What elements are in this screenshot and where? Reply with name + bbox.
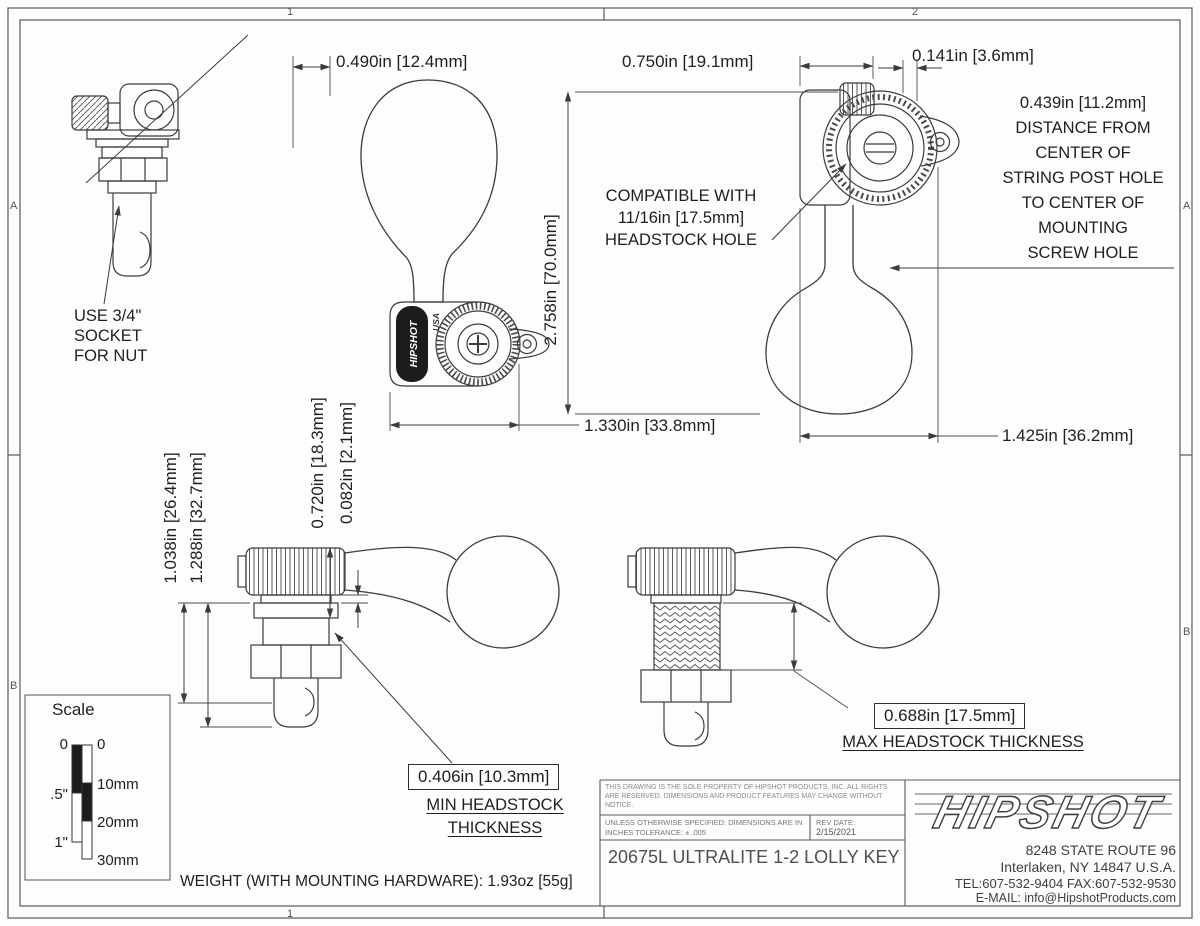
min-thickness-label-line: THICKNESS xyxy=(447,819,543,837)
weight-note: WEIGHT (WITH MOUNTING HARDWARE): 1.93oz … xyxy=(180,873,573,890)
dim-post-length-2: 1.288in [32.7mm] xyxy=(187,452,206,584)
zone-label-top-2: 2 xyxy=(912,6,919,18)
zone-label-right-b: B xyxy=(1183,626,1191,638)
distance-note-line: MOUNTING xyxy=(1038,219,1128,237)
gear-logo-country: USA xyxy=(431,313,441,331)
distance-note-line: CENTER OF xyxy=(1035,144,1131,162)
view-paddle-front xyxy=(360,79,498,303)
view-side-bottom-center xyxy=(627,535,940,747)
company-phone: TEL:607-532-9404 FAX:607-532-9530 xyxy=(954,876,1176,891)
brand-logo-text: HIPSHOT xyxy=(929,787,1168,838)
dim-max-thickness: 0.688in [17.5mm] xyxy=(874,703,1026,729)
tolerance-note: UNLESS OTHERWISE SPECIFIED: DIMENSIONS A… xyxy=(605,818,803,837)
hipshot-logo: HIPSHOT xyxy=(915,786,1172,839)
gear-logo-badge xyxy=(396,306,428,382)
compatible-note-line: 11/16in [17.5mm] xyxy=(617,209,745,227)
min-thickness-label: MIN HEADSTOCK THICKNESS xyxy=(405,794,585,840)
dim-min-thickness: 0.406in [10.3mm] xyxy=(408,764,560,790)
max-thickness-label-text: MAX HEADSTOCK THICKNESS xyxy=(842,733,1084,751)
part-title: 20675L ULTRALITE 1-2 LOLLY KEY xyxy=(608,847,900,867)
company-address-2: Interlaken, NY 14847 U.S.A. xyxy=(1000,859,1176,875)
dim-plate-thickness: 0.082in [2.1mm] xyxy=(337,402,356,524)
gear-logo-brand: HIPSHOT xyxy=(408,319,420,367)
scale-inch-1: 1" xyxy=(54,834,68,851)
scale-inch-0: 0 xyxy=(59,736,68,753)
view-gear-back xyxy=(389,301,550,387)
dim-overall-height: 2.758in [70.0mm] xyxy=(541,214,560,346)
legal-notice: THIS DRAWING IS THE SOLE PROPERTY OF HIP… xyxy=(605,784,888,809)
max-thickness-label: MAX HEADSTOCK THICKNESS xyxy=(818,733,1108,752)
zone-label-left-b: B xyxy=(10,680,18,692)
dim-housing-width: 1.330in [33.8mm] xyxy=(584,416,716,435)
view-side-bottom-left xyxy=(237,535,560,728)
scale-mm-10: 10mm xyxy=(97,776,139,793)
compatible-note-line: COMPATIBLE WITH xyxy=(605,187,757,205)
distance-note-line: STRING POST HOLE xyxy=(1002,169,1164,187)
socket-note-leader xyxy=(103,205,121,305)
compatible-note: COMPATIBLE WITH 11/16in [17.5mm] HEADSTO… xyxy=(588,185,774,251)
rev-date-label: REV DATE: xyxy=(816,818,856,827)
distance-note-line: DISTANCE FROM xyxy=(1015,119,1151,137)
socket-note-line: SOCKET xyxy=(74,327,142,345)
dim-post-to-edge: 0.750in [19.1mm] xyxy=(622,52,754,71)
rev-date-value: 2/15/2021 xyxy=(816,827,857,837)
company-email: E-MAIL: info@HipshotProducts.com xyxy=(975,891,1176,905)
socket-note: USE 3/4" SOCKET FOR NUT xyxy=(74,306,147,366)
scale-mm-0: 0 xyxy=(97,736,106,753)
zone-label-right-a: A xyxy=(1183,200,1191,212)
dim-screw-offset: 0.141in [3.6mm] xyxy=(912,46,1034,65)
distance-note: 0.439in [11.2mm] DISTANCE FROM CENTER OF… xyxy=(985,91,1181,266)
dim-overall-width: 1.425in [36.2mm] xyxy=(1002,426,1134,445)
scale-mm-30: 30mm xyxy=(97,852,139,869)
distance-note-line: SCREW HOLE xyxy=(1027,244,1139,262)
distance-note-line: 0.439in [11.2mm] xyxy=(1019,94,1147,112)
distance-note-line: TO CENTER OF xyxy=(1021,194,1145,212)
view-side-top-left xyxy=(71,34,249,277)
scale-title: Scale xyxy=(52,700,95,719)
dim-knob-stack: 0.720in [18.3mm] xyxy=(308,397,327,529)
view-front-right xyxy=(765,82,960,415)
scale-inch-05: .5" xyxy=(50,786,68,803)
zone-label-bottom-1: 1 xyxy=(287,908,294,920)
socket-note-line: USE 3/4" xyxy=(74,307,142,325)
dim-post-length-1: 1.038in [26.4mm] xyxy=(161,452,180,584)
zone-label-top-1: 1 xyxy=(287,6,294,18)
scale-ruler xyxy=(24,694,171,881)
socket-note-line: FOR NUT xyxy=(74,347,148,365)
scale-mm-20: 20mm xyxy=(97,814,139,831)
zone-label-left-a: A xyxy=(10,200,18,212)
company-address-1: 8248 STATE ROUTE 96 xyxy=(1025,842,1176,858)
min-thickness-label-line: MIN HEADSTOCK xyxy=(426,796,564,814)
dim-housing-depth: 0.490in [12.4mm] xyxy=(336,52,468,71)
dimension-lines xyxy=(178,56,1174,764)
title-block-rules xyxy=(599,779,1180,906)
compatible-note-line: HEADSTOCK HOLE xyxy=(605,231,757,249)
